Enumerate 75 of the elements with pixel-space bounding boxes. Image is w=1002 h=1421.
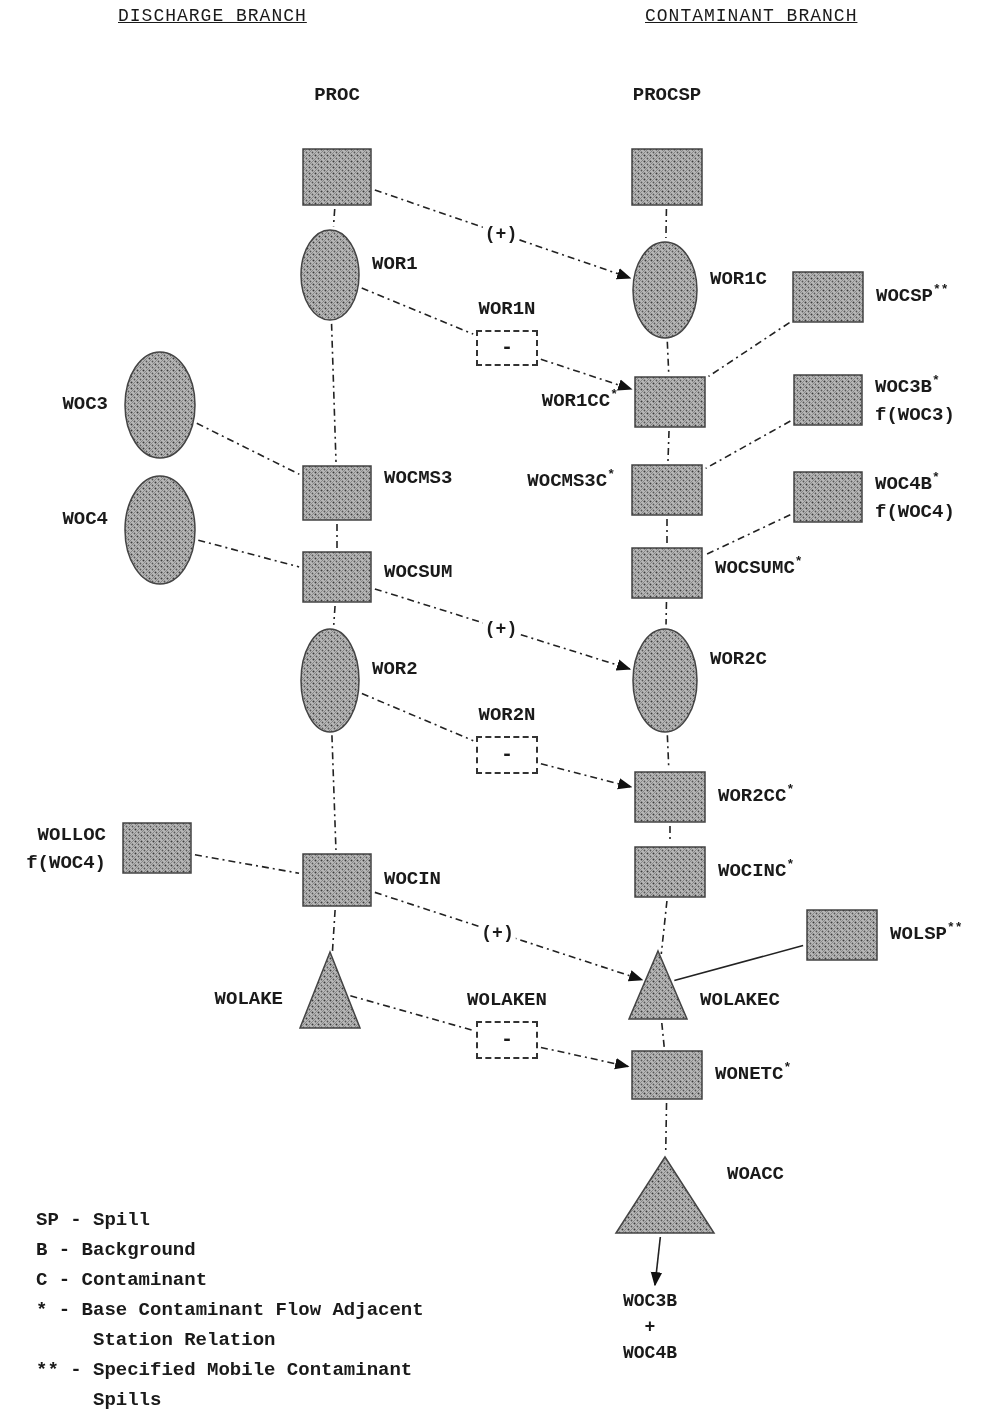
node-label: WOLSP$^{**}$: [890, 921, 963, 947]
node-label: WOR1: [372, 252, 418, 277]
connector-line: [197, 539, 300, 568]
connector-line: [194, 853, 300, 875]
arrow: [540, 1046, 630, 1070]
dashed-box: [476, 1021, 538, 1059]
connector-line: [349, 994, 474, 1032]
node-label: WOC4: [62, 507, 108, 532]
minus-sign: -: [501, 1030, 513, 1050]
node-label: WOLAKE: [214, 987, 283, 1012]
node-label: f(WOC4): [26, 850, 106, 876]
key-entry: B - Background: [36, 1238, 197, 1263]
node-label: WOLAKEC: [700, 988, 780, 1013]
key-entry: * - Base Contaminant Flow Adjacent Station Relation: [36, 1298, 425, 1353]
node-label: WOR2N: [477, 703, 537, 729]
dashed-box: [476, 736, 538, 774]
connector-line: [673, 944, 804, 982]
key-entry: C - Contaminant: [36, 1268, 209, 1293]
node-label: WOLLOC: [36, 823, 106, 848]
dashed-box: [476, 330, 538, 366]
edge-label: (+): [482, 618, 520, 639]
arrow: [374, 588, 632, 671]
node-label: WOC3B$^{*}$: [875, 374, 941, 400]
key-entry: ** - Specified Mobile Contaminant Spills: [36, 1358, 414, 1413]
connector-line: [330, 323, 337, 463]
connector-line: [704, 420, 792, 470]
connector-line: [336, 523, 338, 549]
node-label: f(WOC3): [875, 402, 955, 428]
node-label: WOCMS3: [384, 466, 453, 491]
node-label: WOLAKEN: [466, 988, 548, 1014]
arrow: [374, 189, 632, 280]
branch-heading: DISCHARGE BRANCH: [118, 6, 307, 26]
key-entry: SP - Spill: [36, 1208, 152, 1233]
node-label: WOR2C: [710, 647, 767, 672]
arrow: [540, 358, 633, 391]
connector-line: [665, 601, 668, 626]
node-label: WONETC$^{*}$: [715, 1061, 792, 1087]
minus-sign: -: [501, 338, 513, 358]
connector-line: [666, 518, 668, 545]
node-label: WOCINC$^{*}$: [718, 858, 795, 884]
node-label: WOR2: [372, 657, 418, 682]
node-label: WOC4B$^{*}$: [875, 471, 941, 497]
node-label: WOR1N: [477, 297, 537, 323]
node-text: WOC3B + WOC4B: [617, 1288, 683, 1372]
arrow: [650, 1236, 663, 1287]
node-label: PROCSP: [631, 83, 703, 109]
connector-line: [360, 287, 475, 335]
connector-line: [196, 422, 301, 476]
node-label: WOR1CC$^{*}$: [541, 388, 618, 414]
node-label: WOACC: [727, 1162, 784, 1187]
minus-sign: -: [501, 745, 513, 765]
edge-label: (+): [479, 922, 516, 943]
node-label: WOCSUM: [384, 560, 453, 585]
node-label: WOCSUMC$^{*}$: [715, 555, 803, 581]
connector-line: [361, 692, 475, 742]
connector-line: [331, 734, 337, 851]
connector-line: [704, 514, 792, 556]
connector-line: [332, 605, 336, 626]
arrow: [374, 891, 644, 982]
connector-line: [707, 321, 791, 378]
node-label: WOCIN: [384, 867, 441, 892]
node-label: PROC: [313, 83, 361, 109]
arrow: [540, 762, 633, 790]
connector-line: [665, 208, 668, 239]
connector-line: [661, 1022, 665, 1048]
node-label: WOCMS3C$^{*}$: [527, 468, 615, 494]
connector-line: [666, 341, 670, 374]
node-label: WOR1C: [710, 267, 767, 292]
node-label: f(WOC4): [875, 499, 955, 525]
connector-line: [660, 900, 668, 955]
connector-line: [667, 430, 670, 462]
node-label: WOR2CC$^{*}$: [718, 783, 795, 809]
branch-heading: CONTAMINANT BRANCH: [645, 6, 858, 26]
node-label: WOCSP$^{**}$: [876, 283, 949, 309]
node-label: WOC3: [62, 392, 108, 417]
